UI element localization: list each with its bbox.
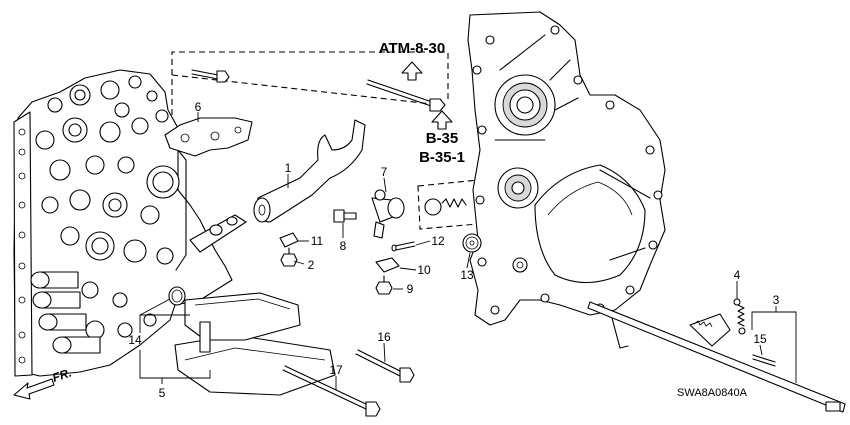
front-direction-indicator: FR. [13, 366, 74, 400]
part-10-clip [375, 257, 400, 273]
part-11-clip [279, 232, 299, 248]
callout-7: 7 [381, 165, 388, 179]
callout-12: 12 [431, 234, 445, 248]
callout-1: 1 [285, 161, 292, 175]
reference-atm: ATM-8-30 [379, 40, 445, 57]
part-6-bracket [164, 117, 253, 157]
wire-harness-bracket [175, 149, 247, 271]
reference-b35-1: B-35-1 [419, 149, 465, 166]
callout-15: 15 [753, 332, 767, 346]
callout-6: 6 [195, 100, 202, 114]
transmission-housing [467, 11, 666, 326]
part-16-bolt [355, 349, 415, 383]
callout-4: 4 [734, 268, 741, 282]
callout-16: 16 [377, 330, 391, 344]
callout-2: 2 [308, 258, 315, 272]
b35-reference-arrow [431, 110, 453, 130]
atm-reference-dashed-outline [171, 51, 449, 125]
callout-11: 11 [311, 234, 324, 248]
part-9-bolt [375, 275, 393, 295]
part-1-shift-fork [253, 119, 366, 223]
leader-lines [139, 112, 797, 390]
main-bearing [494, 74, 556, 136]
b35-reference-dashed-outline [417, 179, 479, 230]
shift-solenoids [30, 271, 101, 354]
callout-13: 13 [460, 268, 474, 282]
part-2-bolt [280, 247, 298, 267]
callout-14: 14 [128, 333, 142, 347]
part-13-gear [462, 233, 482, 253]
front-arrow-icon [13, 378, 55, 400]
front-label: FR. [51, 366, 74, 385]
part-3-shift-shaft [587, 301, 846, 413]
part-17-bolt [282, 365, 381, 417]
callout-10: 10 [417, 263, 431, 277]
part-5-strainer [174, 292, 336, 396]
diagram-code: SWA8A0840A [677, 387, 748, 399]
countershaft-bearing [497, 167, 539, 209]
callout-5: 5 [159, 386, 166, 400]
part-4-spring [733, 298, 746, 335]
bolt-top-short [191, 69, 230, 83]
part-8-pin [333, 209, 357, 223]
part-14-o-ring [168, 286, 186, 306]
reference-b35: B-35 [426, 130, 459, 147]
atm-reference-arrow [401, 61, 423, 81]
part-7-detent-lever [371, 189, 405, 239]
callout-17: 17 [329, 363, 343, 377]
part-12-spring-pin [391, 241, 416, 252]
part-15-pin [752, 354, 776, 367]
callout-9: 9 [407, 282, 414, 296]
bolt-top-long [366, 79, 446, 112]
callout-8: 8 [340, 239, 347, 253]
callout-3: 3 [773, 293, 780, 307]
